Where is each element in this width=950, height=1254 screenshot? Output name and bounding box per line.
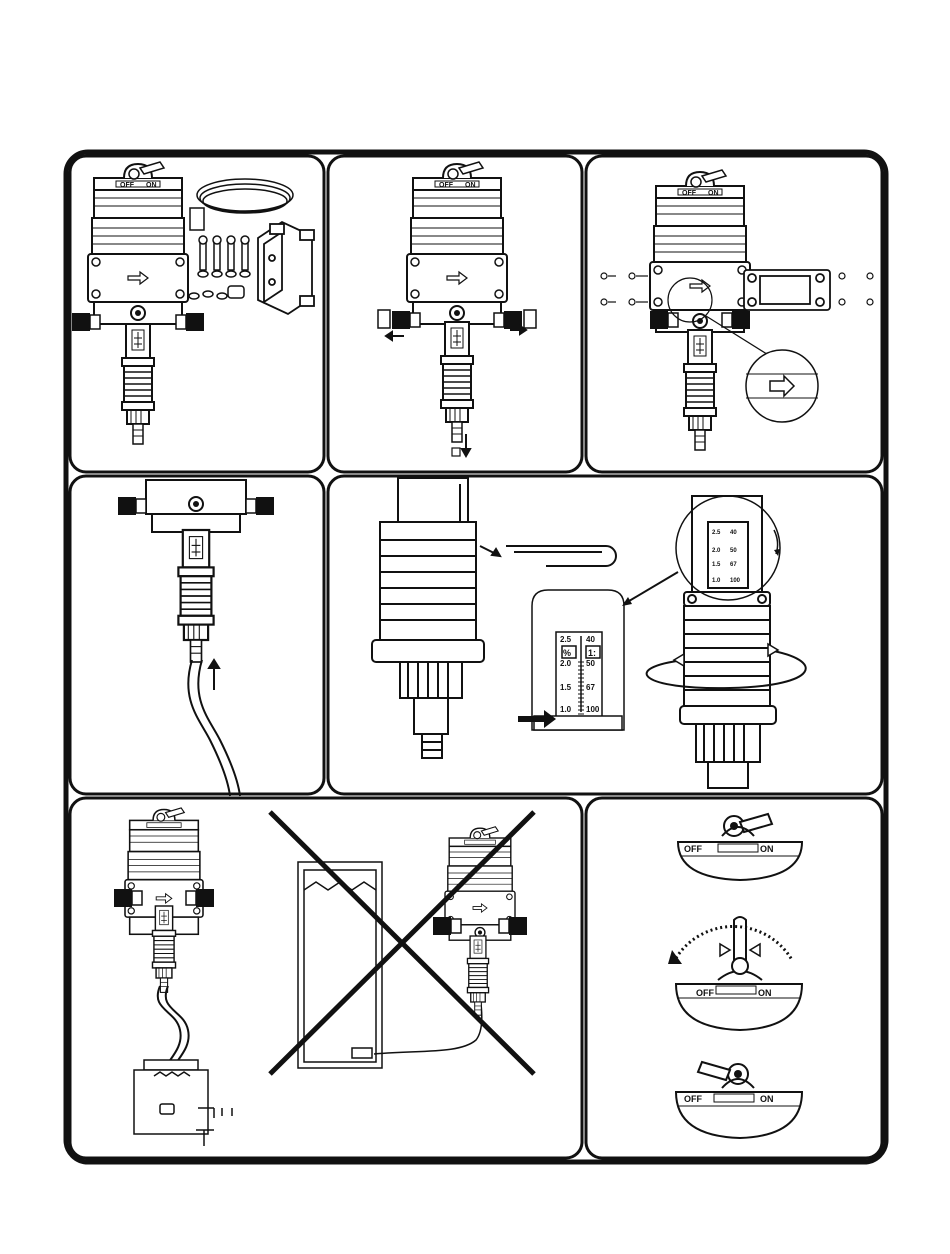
spacer — [228, 286, 244, 298]
weight-filter — [190, 208, 204, 230]
svg-text:1.5: 1.5 — [712, 562, 721, 568]
svg-text:1:: 1: — [588, 648, 596, 658]
inlet-plug — [378, 310, 390, 328]
svg-text:1.0: 1.0 — [712, 578, 721, 584]
svg-text:1.5: 1.5 — [560, 683, 572, 692]
svg-text:40: 40 — [586, 635, 595, 644]
svg-text:1.0: 1.0 — [560, 705, 572, 714]
svg-text:50: 50 — [730, 548, 737, 554]
svg-text:50: 50 — [586, 659, 595, 668]
svg-text:%: % — [563, 648, 571, 658]
svg-text:40: 40 — [730, 530, 737, 536]
svg-text:OFF: OFF — [696, 988, 714, 998]
svg-text:OFF: OFF — [684, 844, 702, 854]
svg-text:ON: ON — [708, 190, 719, 197]
svg-text:2.5: 2.5 — [712, 530, 721, 536]
svg-text:OFF: OFF — [682, 190, 697, 197]
svg-text:2.5: 2.5 — [560, 635, 572, 644]
svg-text:ON: ON — [760, 844, 774, 854]
outlet-plug — [524, 310, 536, 328]
suction-plug — [452, 448, 460, 456]
svg-text:ON: ON — [758, 988, 772, 998]
svg-text:ON: ON — [760, 1094, 774, 1104]
svg-text:100: 100 — [730, 578, 741, 584]
on-label: ON — [146, 182, 157, 189]
svg-text:67: 67 — [586, 683, 595, 692]
wall-bracket — [258, 222, 314, 314]
svg-text:100: 100 — [586, 705, 600, 714]
svg-text:OFF: OFF — [439, 182, 454, 189]
svg-text:ON: ON — [465, 182, 476, 189]
svg-text:67: 67 — [730, 562, 737, 568]
svg-text:2.0: 2.0 — [712, 548, 721, 554]
scale-zoom: 2.5 40 % 1: 2.0 50 1.5 67 1.0 100 70 130 — [518, 590, 624, 730]
svg-text:2.0: 2.0 — [560, 659, 572, 668]
off-label: OFF — [120, 182, 135, 189]
svg-text:OFF: OFF — [684, 1094, 702, 1104]
bracket-plate — [744, 270, 830, 310]
